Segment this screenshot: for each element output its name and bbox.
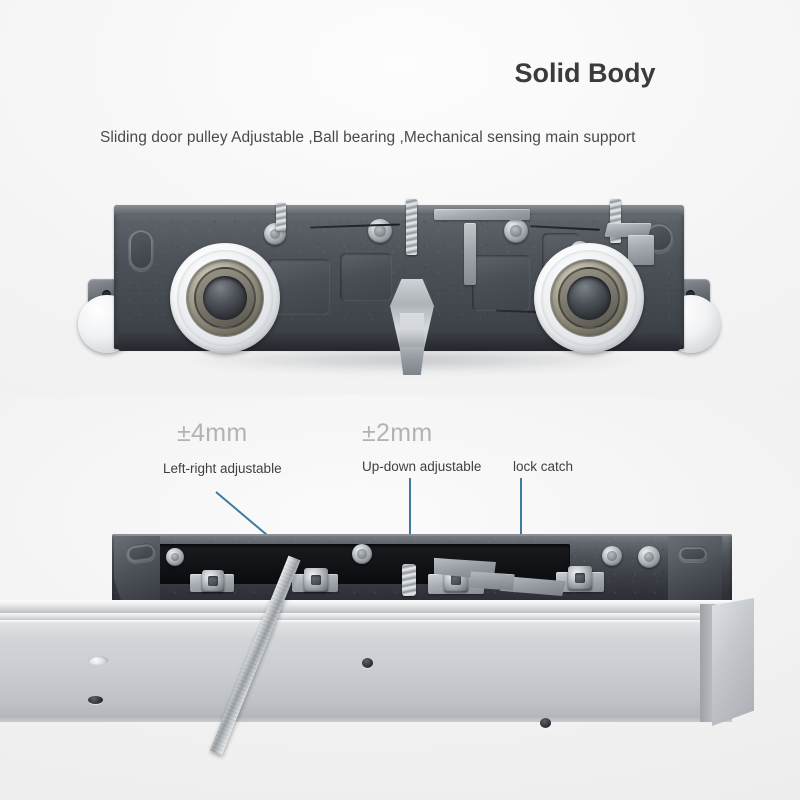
rail-hole-1 [88, 656, 108, 665]
lock-catch-lever-lower [500, 576, 566, 596]
rail-hole-4 [540, 718, 551, 728]
hex-screw-1 [202, 570, 224, 592]
casting-pocket-midleft [340, 253, 392, 301]
nylon-pulley-wheel-left [170, 243, 280, 353]
track-rail-end-bracket [712, 598, 754, 726]
mounting-slot-left [128, 229, 154, 271]
lower-bolt-3 [602, 546, 622, 566]
annotation-lock-catch: lock catch [513, 459, 574, 474]
page-subtitle: Sliding door pulley Adjustable ,Ball bea… [100, 129, 636, 146]
pulley-hub-right [567, 276, 611, 320]
pulley-hub-left [203, 276, 247, 320]
track-rail-lip [0, 613, 732, 620]
hex-screw-2 [304, 568, 328, 592]
lower-bolt-1 [166, 548, 184, 566]
lower-track-assembly [0, 500, 800, 800]
page-title: Solid Body [514, 58, 656, 88]
bolt-head-2 [368, 219, 392, 243]
adjustment-screw-left [276, 203, 286, 231]
carriage-top-lip [114, 205, 684, 215]
track-rail-bottom-edge [0, 716, 732, 722]
steel-bracket-right [628, 235, 654, 265]
steel-clip-vertical [464, 223, 476, 285]
track-rail-top-edge [0, 600, 732, 613]
rail-hole-2 [88, 696, 103, 704]
annotation-left-right-adjustable: Left-right adjustable [163, 461, 282, 476]
upper-pulley-assembly [72, 193, 732, 393]
measure-left-right: ±4mm [177, 419, 248, 447]
hex-screw-4 [568, 566, 592, 590]
track-rail-face [0, 620, 732, 716]
lower-bolt-4 [638, 546, 660, 568]
nylon-pulley-wheel-right [534, 243, 644, 353]
up-down-adjustment-screw [402, 564, 416, 596]
lower-end-slot [678, 546, 708, 562]
adjustment-screw-right [610, 199, 621, 243]
rail-hole-3 [362, 658, 373, 668]
adjustment-screw-center [406, 199, 417, 255]
page-title-wrap: Solid Body [400, 58, 770, 89]
casting-pocket-mid [472, 255, 530, 311]
bolt-head-3 [504, 219, 528, 243]
steel-clip-top [434, 209, 530, 220]
measure-up-down: ±2mm [362, 419, 433, 447]
annotation-up-down-adjustable: Up-down adjustable [362, 459, 482, 474]
lower-bolt-2 [352, 544, 372, 564]
